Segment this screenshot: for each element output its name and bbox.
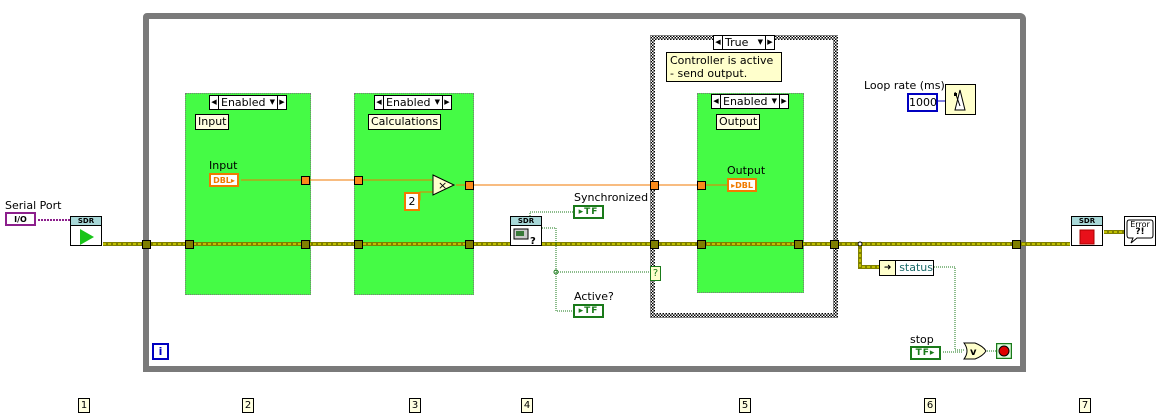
tunnel-error[interactable]	[1012, 240, 1021, 249]
loop-condition-terminal[interactable]	[996, 343, 1012, 359]
increment-arrow-icon[interactable]: ▶	[781, 97, 787, 105]
play-icon	[80, 229, 94, 245]
tunnel-error[interactable]	[830, 240, 839, 249]
tunnel-error[interactable]	[465, 240, 474, 249]
increment-arrow-icon[interactable]: ▶	[767, 38, 773, 46]
diagram-disable-output[interactable]	[697, 93, 804, 293]
tunnel-error[interactable]	[142, 240, 151, 249]
simple-error-handler[interactable]: Error ?!	[1124, 216, 1156, 246]
arrow-right-icon: ➜	[880, 261, 897, 275]
stop-square-icon	[1079, 229, 1095, 245]
increment-arrow-icon[interactable]: ▶	[279, 98, 285, 106]
tunnel-error[interactable]	[185, 240, 194, 249]
case-comment: Controller is active - send output.	[666, 52, 782, 82]
tunnel-numeric[interactable]	[465, 181, 474, 190]
error-bubble-icon	[1126, 219, 1154, 244]
tunnel-error[interactable]	[354, 240, 363, 249]
increment-arrow-icon[interactable]: ▶	[444, 98, 450, 106]
while-loop[interactable]	[143, 13, 1026, 372]
multiply-icon: ×	[438, 179, 447, 192]
wire-junction	[857, 241, 863, 247]
active-indicator[interactable]: ▸TF	[573, 304, 604, 318]
input-selector[interactable]: ◀ Enabled▼ ▶	[209, 95, 287, 110]
or-icon: v	[970, 347, 977, 358]
active-label: Active?	[574, 290, 614, 303]
stop-control[interactable]: TF▸	[910, 346, 941, 360]
loop-rate-constant[interactable]: 1000	[907, 93, 938, 112]
output-terminal[interactable]: ▸DBL	[727, 178, 757, 192]
step-marker: 3	[409, 398, 421, 413]
error-wire	[103, 230, 1124, 269]
step-marker: 1	[78, 398, 90, 413]
case-selector-terminal[interactable]: ?	[650, 266, 661, 281]
output-tag: Output	[716, 114, 761, 130]
tunnel-error[interactable]	[650, 240, 659, 249]
decrement-arrow-icon[interactable]: ◀	[376, 98, 382, 106]
wire-junction	[553, 269, 559, 275]
tunnel-error[interactable]	[301, 240, 310, 249]
loop-rate-label: Loop rate (ms)	[864, 79, 945, 92]
dropdown-icon: ▼	[771, 97, 777, 105]
output-selector[interactable]: ◀ Enabled▼ ▶	[711, 94, 789, 109]
iteration-terminal: i	[152, 343, 169, 360]
diagram-disable-input[interactable]	[185, 93, 311, 295]
output-terminal-label: Output	[727, 164, 766, 177]
decrement-arrow-icon[interactable]: ◀	[211, 98, 217, 106]
input-tag: Input	[195, 114, 230, 130]
serial-port-label: Serial Port	[5, 199, 62, 212]
tunnel-error[interactable]	[697, 240, 706, 249]
tunnel-numeric[interactable]	[697, 181, 706, 190]
constant-2[interactable]: 2	[404, 192, 420, 211]
step-marker: 2	[242, 398, 254, 413]
sdr-get-status-vi[interactable]: SDR ?	[510, 216, 542, 247]
tunnel-numeric[interactable]	[650, 181, 659, 190]
input-terminal-label: Input	[209, 159, 238, 172]
dropdown-icon: ▼	[269, 98, 275, 106]
synchronized-indicator[interactable]: ▸TF	[573, 205, 604, 219]
sdr-close-vi[interactable]: SDR	[1071, 216, 1103, 246]
status-query-icon: ?	[513, 228, 536, 247]
tunnel-error[interactable]	[794, 240, 803, 249]
multiply-node[interactable]: ×	[432, 174, 456, 196]
dropdown-icon: ▼	[757, 38, 763, 46]
svg-text:?: ?	[530, 236, 536, 246]
wait-metronome-icon[interactable]	[945, 84, 976, 115]
tunnel-numeric[interactable]	[301, 176, 310, 185]
calculations-selector[interactable]: ◀ Enabled▼ ▶	[374, 95, 452, 110]
unbundle-by-name[interactable]: ➜ status	[879, 260, 934, 276]
calculations-tag: Calculations	[368, 114, 442, 130]
decrement-arrow-icon[interactable]: ◀	[715, 38, 721, 46]
sdr-start-vi[interactable]: SDR	[70, 216, 102, 246]
input-terminal[interactable]: DBL▸	[209, 173, 239, 187]
dropdown-icon: ▼	[434, 98, 440, 106]
tunnel-numeric[interactable]	[354, 176, 363, 185]
step-marker: 7	[1079, 398, 1091, 413]
stop-label: stop	[910, 333, 934, 346]
or-gate[interactable]: v	[963, 342, 987, 360]
step-marker: 5	[739, 398, 751, 413]
case-selector[interactable]: ◀ True▼ ▶	[713, 35, 775, 50]
boolean-wire	[529, 211, 996, 353]
step-marker: 4	[521, 398, 533, 413]
decrement-arrow-icon[interactable]: ◀	[713, 97, 719, 105]
serial-port-control[interactable]: I/O	[5, 212, 36, 226]
step-marker: 6	[924, 398, 936, 413]
synchronized-label: Synchronized	[574, 191, 649, 204]
